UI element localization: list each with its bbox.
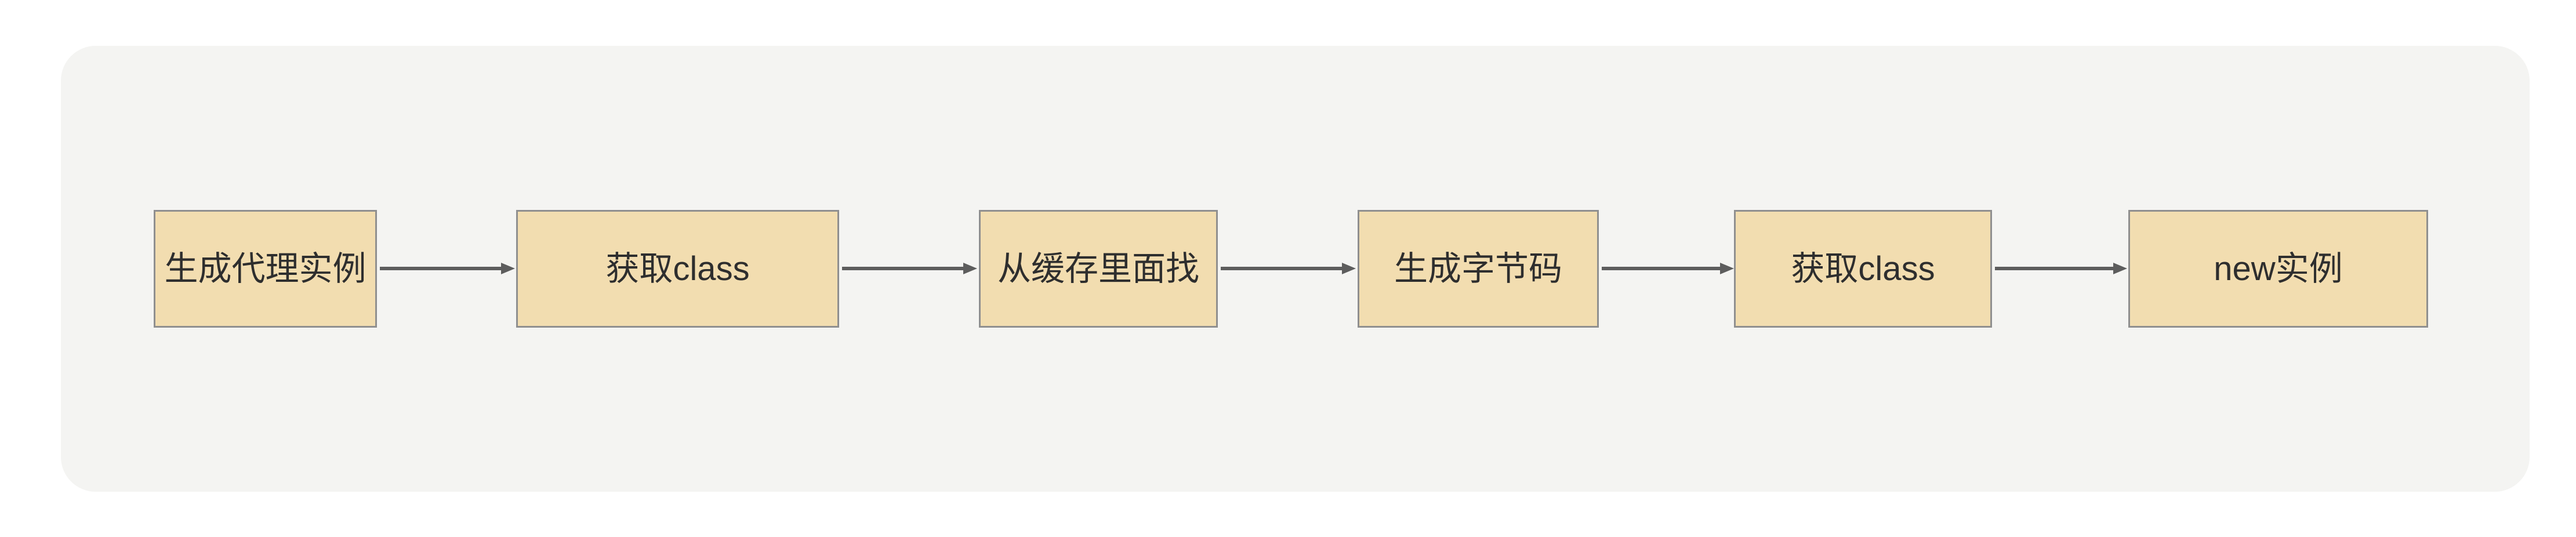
arrowhead-icon [1720,263,1734,274]
flow-node-get-class-1[interactable]: 获取class [516,210,839,328]
flow-node-label: 生成代理实例 [164,249,367,288]
edge-line [1602,267,1721,270]
flow-edge-n4-n5 [1602,263,1734,274]
flow-node-get-class-2[interactable]: 获取class [1734,210,1992,328]
arrowhead-icon [963,263,977,274]
flow-edge-n2-n3 [842,263,977,274]
flow-node-generate-bytecode[interactable]: 生成字节码 [1358,210,1599,328]
flow-edge-n1-n2 [380,263,515,274]
arrowhead-icon [2113,263,2127,274]
flow-edge-n3-n4 [1221,263,1356,274]
flow-node-label: 生成字节码 [1394,249,1562,288]
edge-line [1221,267,1343,270]
flow-node-find-in-cache[interactable]: 从缓存里面找 [979,210,1218,328]
flow-node-label: 从缓存里面找 [997,249,1199,288]
flow-node-label: 获取class [605,249,750,288]
flow-node-label: new实例 [2214,249,2343,288]
flow-edge-n5-n6 [1995,263,2127,274]
arrowhead-icon [1342,263,1356,274]
flow-node-new-instance[interactable]: new实例 [2128,210,2428,328]
edge-line [380,267,502,270]
edge-line [842,267,964,270]
flow-node-label: 获取class [1791,249,1935,288]
flow-node-generate-proxy-instance[interactable]: 生成代理实例 [154,210,377,328]
edge-line [1995,267,2114,270]
arrowhead-icon [501,263,515,274]
